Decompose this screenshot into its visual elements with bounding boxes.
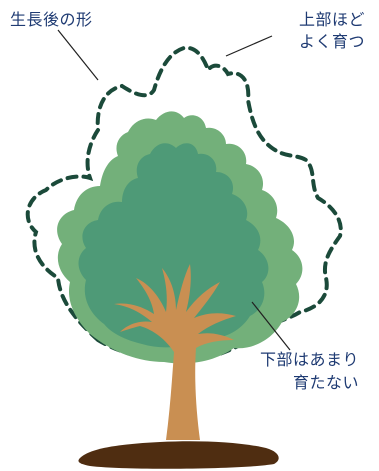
label-top-growth-line2: よく育つ — [298, 32, 365, 51]
tree-trunk — [114, 264, 236, 440]
leader-line-growth-shape — [57, 29, 99, 81]
label-bottom-growth-line2: 育たない — [292, 373, 359, 392]
label-bottom-growth-line1: 下部はあまり — [259, 350, 359, 369]
label-top-growth-line1: 上部ほど — [298, 10, 365, 29]
leader-line-top-growth — [225, 35, 273, 57]
leader-line-bottom-growth — [251, 301, 291, 351]
tree-canopy-inner — [78, 143, 269, 348]
growth-outline — [25, 45, 343, 363]
label-growth-shape: 生長後の形 — [10, 10, 93, 29]
ground — [78, 441, 279, 469]
